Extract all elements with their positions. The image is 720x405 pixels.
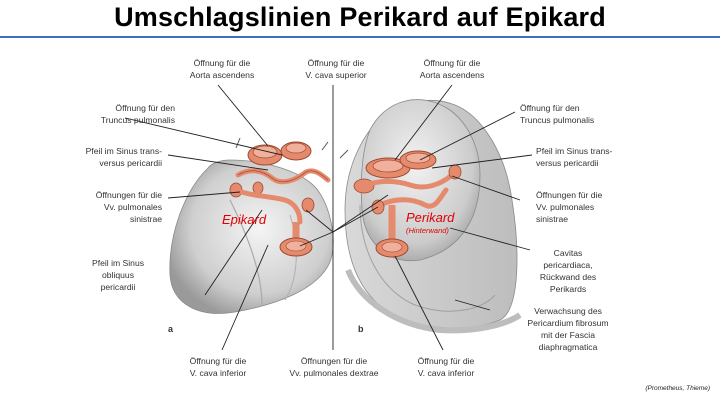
overlay-hinterwand: (Hinterwand) <box>406 226 449 235</box>
vessel-openings-b <box>339 149 462 258</box>
heart-a <box>169 159 334 314</box>
title-underline <box>0 36 720 38</box>
leader-lines <box>124 84 533 351</box>
page-title: Umschlagslinien Perikard auf Epikard <box>114 2 606 32</box>
overlay-perikard: Perikard <box>406 210 455 225</box>
label-sinus-transversus-a: Pfeil im Sinus trans-versus pericardii <box>86 146 163 168</box>
panel-label-b: b <box>358 324 364 334</box>
vessel-openings-a <box>229 137 331 257</box>
overlay-epikard: Epikard <box>222 212 267 227</box>
source-credit: (Prometheus, Thieme) <box>645 385 710 392</box>
panel-label-a: a <box>168 324 174 334</box>
label-sinus-transversus-b: Pfeil im Sinus trans-versus pericardii <box>536 146 613 168</box>
